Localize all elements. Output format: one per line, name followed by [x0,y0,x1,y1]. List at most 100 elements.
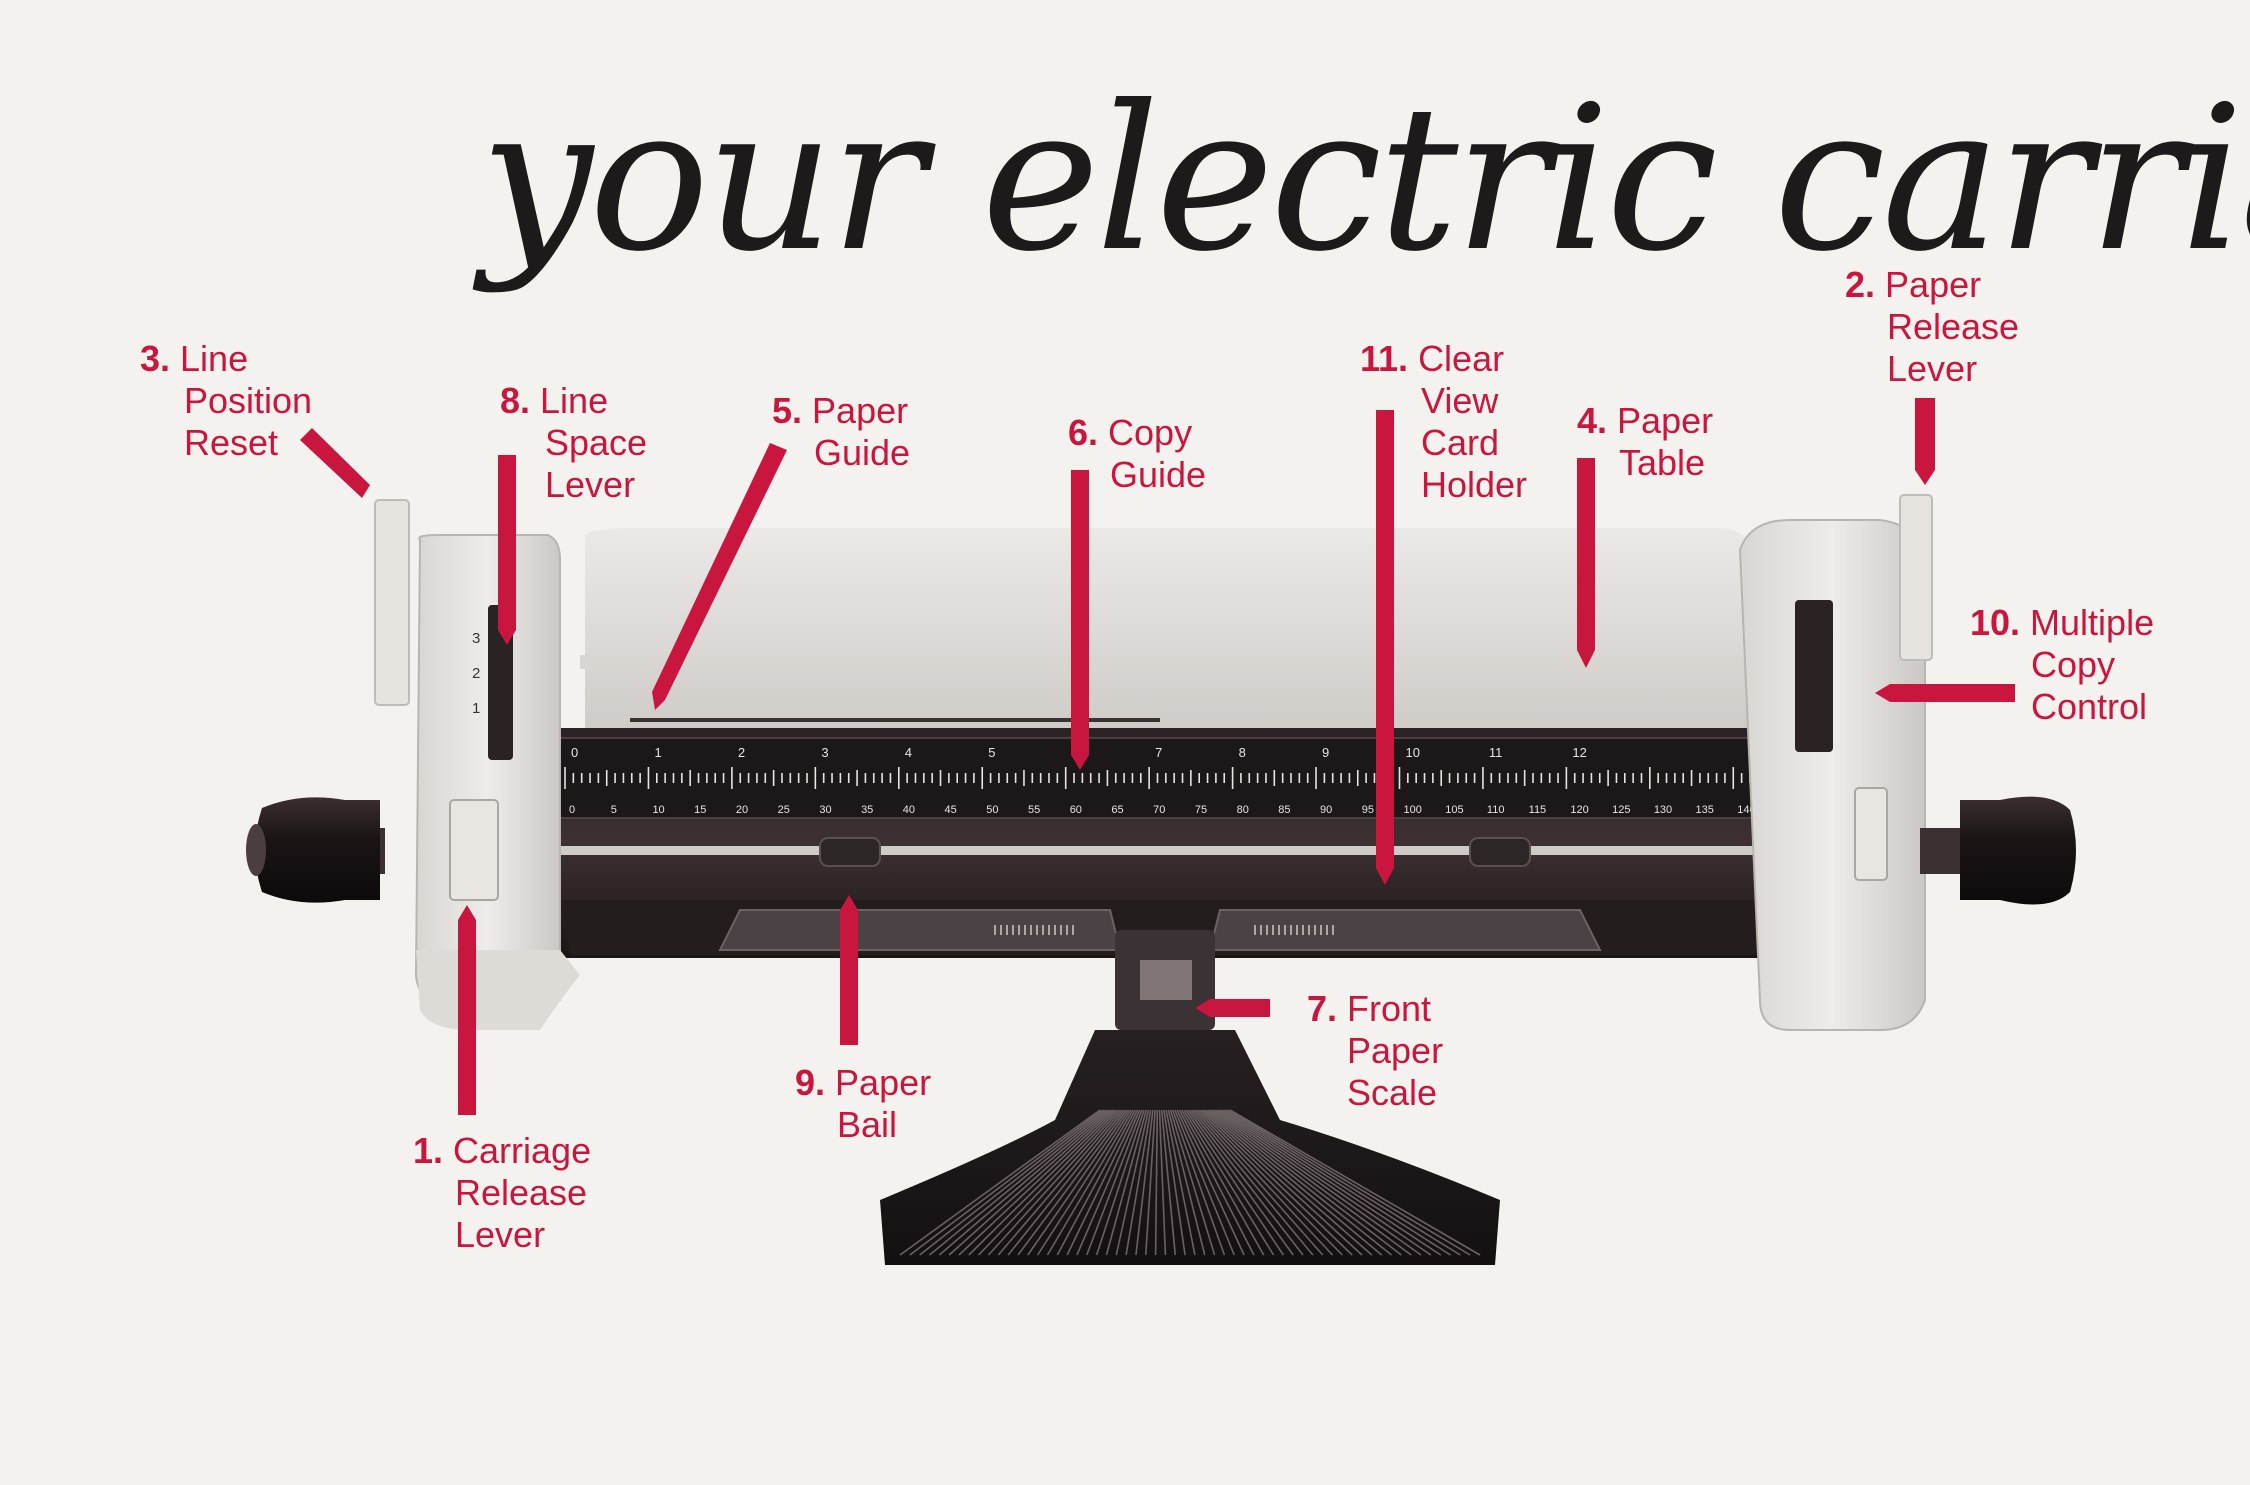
typebar-line [1086,1109,1143,1256]
typebar-line [1205,1109,1373,1256]
left-knob-cap [246,824,266,876]
typebar-line [1218,1109,1432,1256]
scale-bottom-number: 15 [694,804,706,816]
typebar-line [1017,1109,1128,1256]
typebar-line [1200,1109,1353,1256]
typebar-line [1187,1109,1294,1256]
scale-top-number: 4 [905,745,912,760]
pointer-8 [498,455,516,645]
scale-bottom-number: 5 [611,804,617,816]
scale-bottom-number: 0 [569,804,575,816]
scale-bottom-number: 40 [903,804,915,816]
scale-bottom-number: 30 [819,804,831,816]
left-carriage-end [414,534,561,1001]
scale-bottom-number: 70 [1153,804,1165,816]
scale-top-number: 8 [1239,745,1246,760]
typebar-line [1095,1109,1145,1256]
typebar-line [1125,1109,1152,1256]
scale-top-numbers: 0123456789101112 [571,745,1587,760]
typebar-line [1178,1109,1255,1256]
scale-bottom-number: 100 [1403,804,1421,816]
pointer-7 [1195,999,1270,1017]
line-position-reset [374,499,410,706]
right-platen-knob [1960,796,2076,905]
typebar-line [1144,1109,1156,1256]
typebar-line [1160,1109,1177,1256]
typebar-line [1135,1109,1154,1256]
typebar-line [968,1109,1116,1256]
typebar-line [1225,1109,1461,1256]
typebar-line [1176,1109,1245,1256]
typebar-line [1229,1109,1481,1256]
scale-bottom-number: 50 [986,804,998,816]
typebar-line [928,1109,1108,1256]
scale-bottom-number: 25 [778,804,790,816]
scale-bottom-number: 90 [1320,804,1332,816]
pointer-10 [1875,684,2015,702]
scale-top-number: 1 [654,745,661,760]
pointer-4 [1577,458,1595,668]
scale-top-number: 12 [1572,745,1586,760]
scale-bottom-number: 125 [1612,804,1630,816]
callout-part-4: 4.Paper Table [1577,400,1714,483]
typebar-line [1165,1109,1196,1256]
typebar-line [958,1109,1114,1256]
typebar-line [1154,1109,1159,1256]
typebar-lines [899,1109,1481,1256]
typebar-line [1076,1109,1141,1256]
left-platen-knob [255,797,380,903]
pointer-9 [840,895,858,1045]
paper-bail-roller-left [819,837,881,867]
typebar-line [1194,1109,1324,1256]
scale-bottom-number: 80 [1237,804,1249,816]
typebar-line [1216,1109,1422,1256]
callout-part-2: 2.Paper Release Lever [1845,264,2020,389]
scale-top-number: 11 [1489,745,1503,760]
typebar-line [1203,1109,1363,1256]
scale-top-number: 2 [738,745,745,760]
right-carriage-end [1738,519,1926,1031]
scale-bottom-number: 45 [945,804,957,816]
typebar-line [1171,1109,1226,1256]
pointer-11 [1376,410,1394,885]
pointer-2 [1915,398,1935,485]
typebar-line [1105,1109,1148,1256]
front-scale-ticks [994,925,1334,935]
typebar-line [1027,1109,1130,1256]
callout-part-8: 8.Line Space Lever [500,380,648,505]
scale-top-number: 7 [1155,745,1162,760]
typebar-line [1189,1109,1304,1256]
typebar-line [1066,1109,1139,1256]
callout-pointers [300,398,2015,1115]
scale-bottom-number: 85 [1278,804,1290,816]
paper-table-edge [580,655,1750,669]
scale-top-number: 10 [1405,745,1419,760]
scale-bottom-number: 130 [1654,804,1672,816]
callout-part-11: 11.Clear View Card Holder [1360,338,1528,505]
carriage-release-lever [449,799,499,901]
typebar-line [1056,1109,1136,1256]
right-knob-shaft [1920,828,1965,874]
pointer-1 [458,905,476,1115]
typebar-line [1196,1109,1334,1256]
paper-table [585,528,1750,730]
typebar-line [1209,1109,1393,1256]
callout-part-5: 5.Paper Guide [772,390,911,473]
scale-top-number: 9 [1322,745,1329,760]
typebar-line [978,1109,1119,1256]
typebar-line [1185,1109,1285,1256]
pointer-6 [1071,470,1089,770]
pointer-3 [300,428,370,498]
pointer-5 [652,443,787,710]
typebar-line [919,1109,1105,1256]
typebar-line [1174,1109,1235,1256]
scale-bottom-number: 10 [652,804,664,816]
typebar-line [899,1109,1101,1256]
right-carriage-release [1854,787,1888,881]
typebar-line [1211,1109,1402,1256]
typebar-line [1158,1109,1167,1256]
paper-bail-roller-right [1469,837,1531,867]
scale-top-number: 3 [821,745,828,760]
